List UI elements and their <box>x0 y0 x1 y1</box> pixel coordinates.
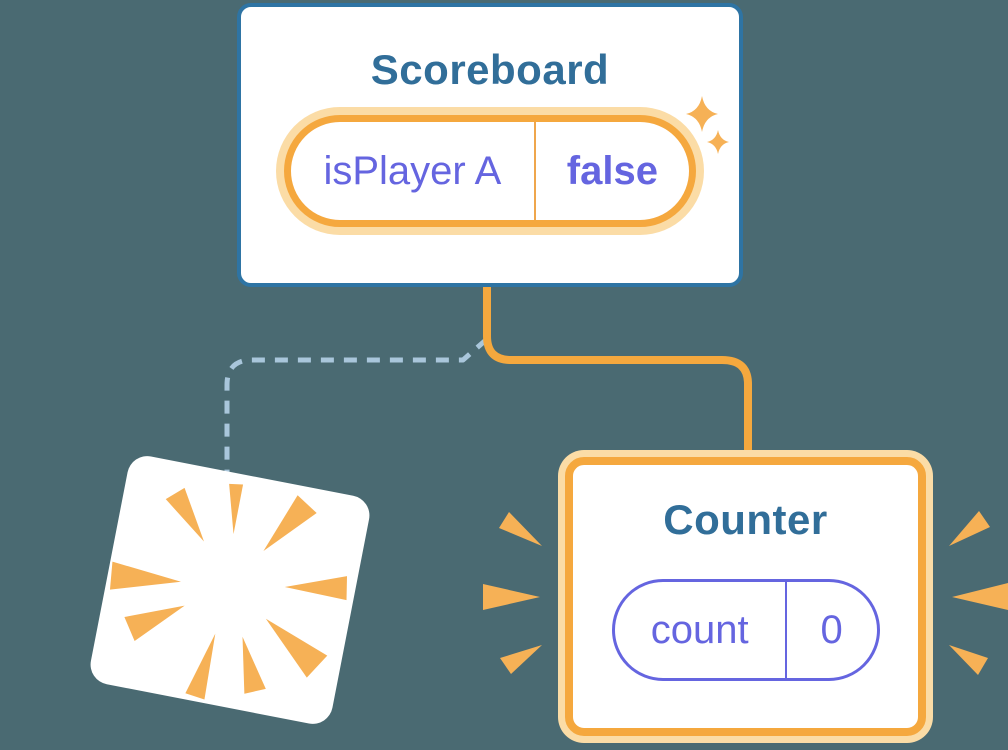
poof-burst-icon <box>109 483 348 700</box>
counter-state-pill: count 0 <box>611 579 880 681</box>
poof-ray <box>265 618 328 678</box>
connector-dashed-destroyed <box>224 337 489 472</box>
scoreboard-title: Scoreboard <box>370 46 610 93</box>
poof-ray <box>185 633 216 700</box>
destroyed-component-card <box>87 452 373 728</box>
counter-state-name: count <box>650 608 749 652</box>
poof-ray <box>109 561 181 590</box>
pill-divider <box>533 122 536 220</box>
connector-solid-preserved <box>483 286 752 458</box>
counter-card-inner: Counter count 0 <box>565 457 926 736</box>
poof-ray <box>124 605 185 642</box>
poof-ray <box>242 636 266 694</box>
counter-title: Counter <box>663 496 828 543</box>
scoreboard-component-card: Scoreboard isPlayer A false <box>237 3 743 287</box>
scoreboard-state-value: false <box>566 149 658 193</box>
counter-state-value: 0 <box>820 608 843 652</box>
poof-ray <box>263 495 317 551</box>
counter-component-card: Counter count 0 <box>558 450 933 743</box>
poof-ray <box>284 576 348 601</box>
scoreboard-state-name: isPlayer A <box>323 149 502 193</box>
pill-divider <box>784 582 787 678</box>
poof-ray <box>165 487 204 542</box>
poof-ray <box>229 483 244 535</box>
scoreboard-state-pill: isPlayer A false <box>284 115 696 227</box>
